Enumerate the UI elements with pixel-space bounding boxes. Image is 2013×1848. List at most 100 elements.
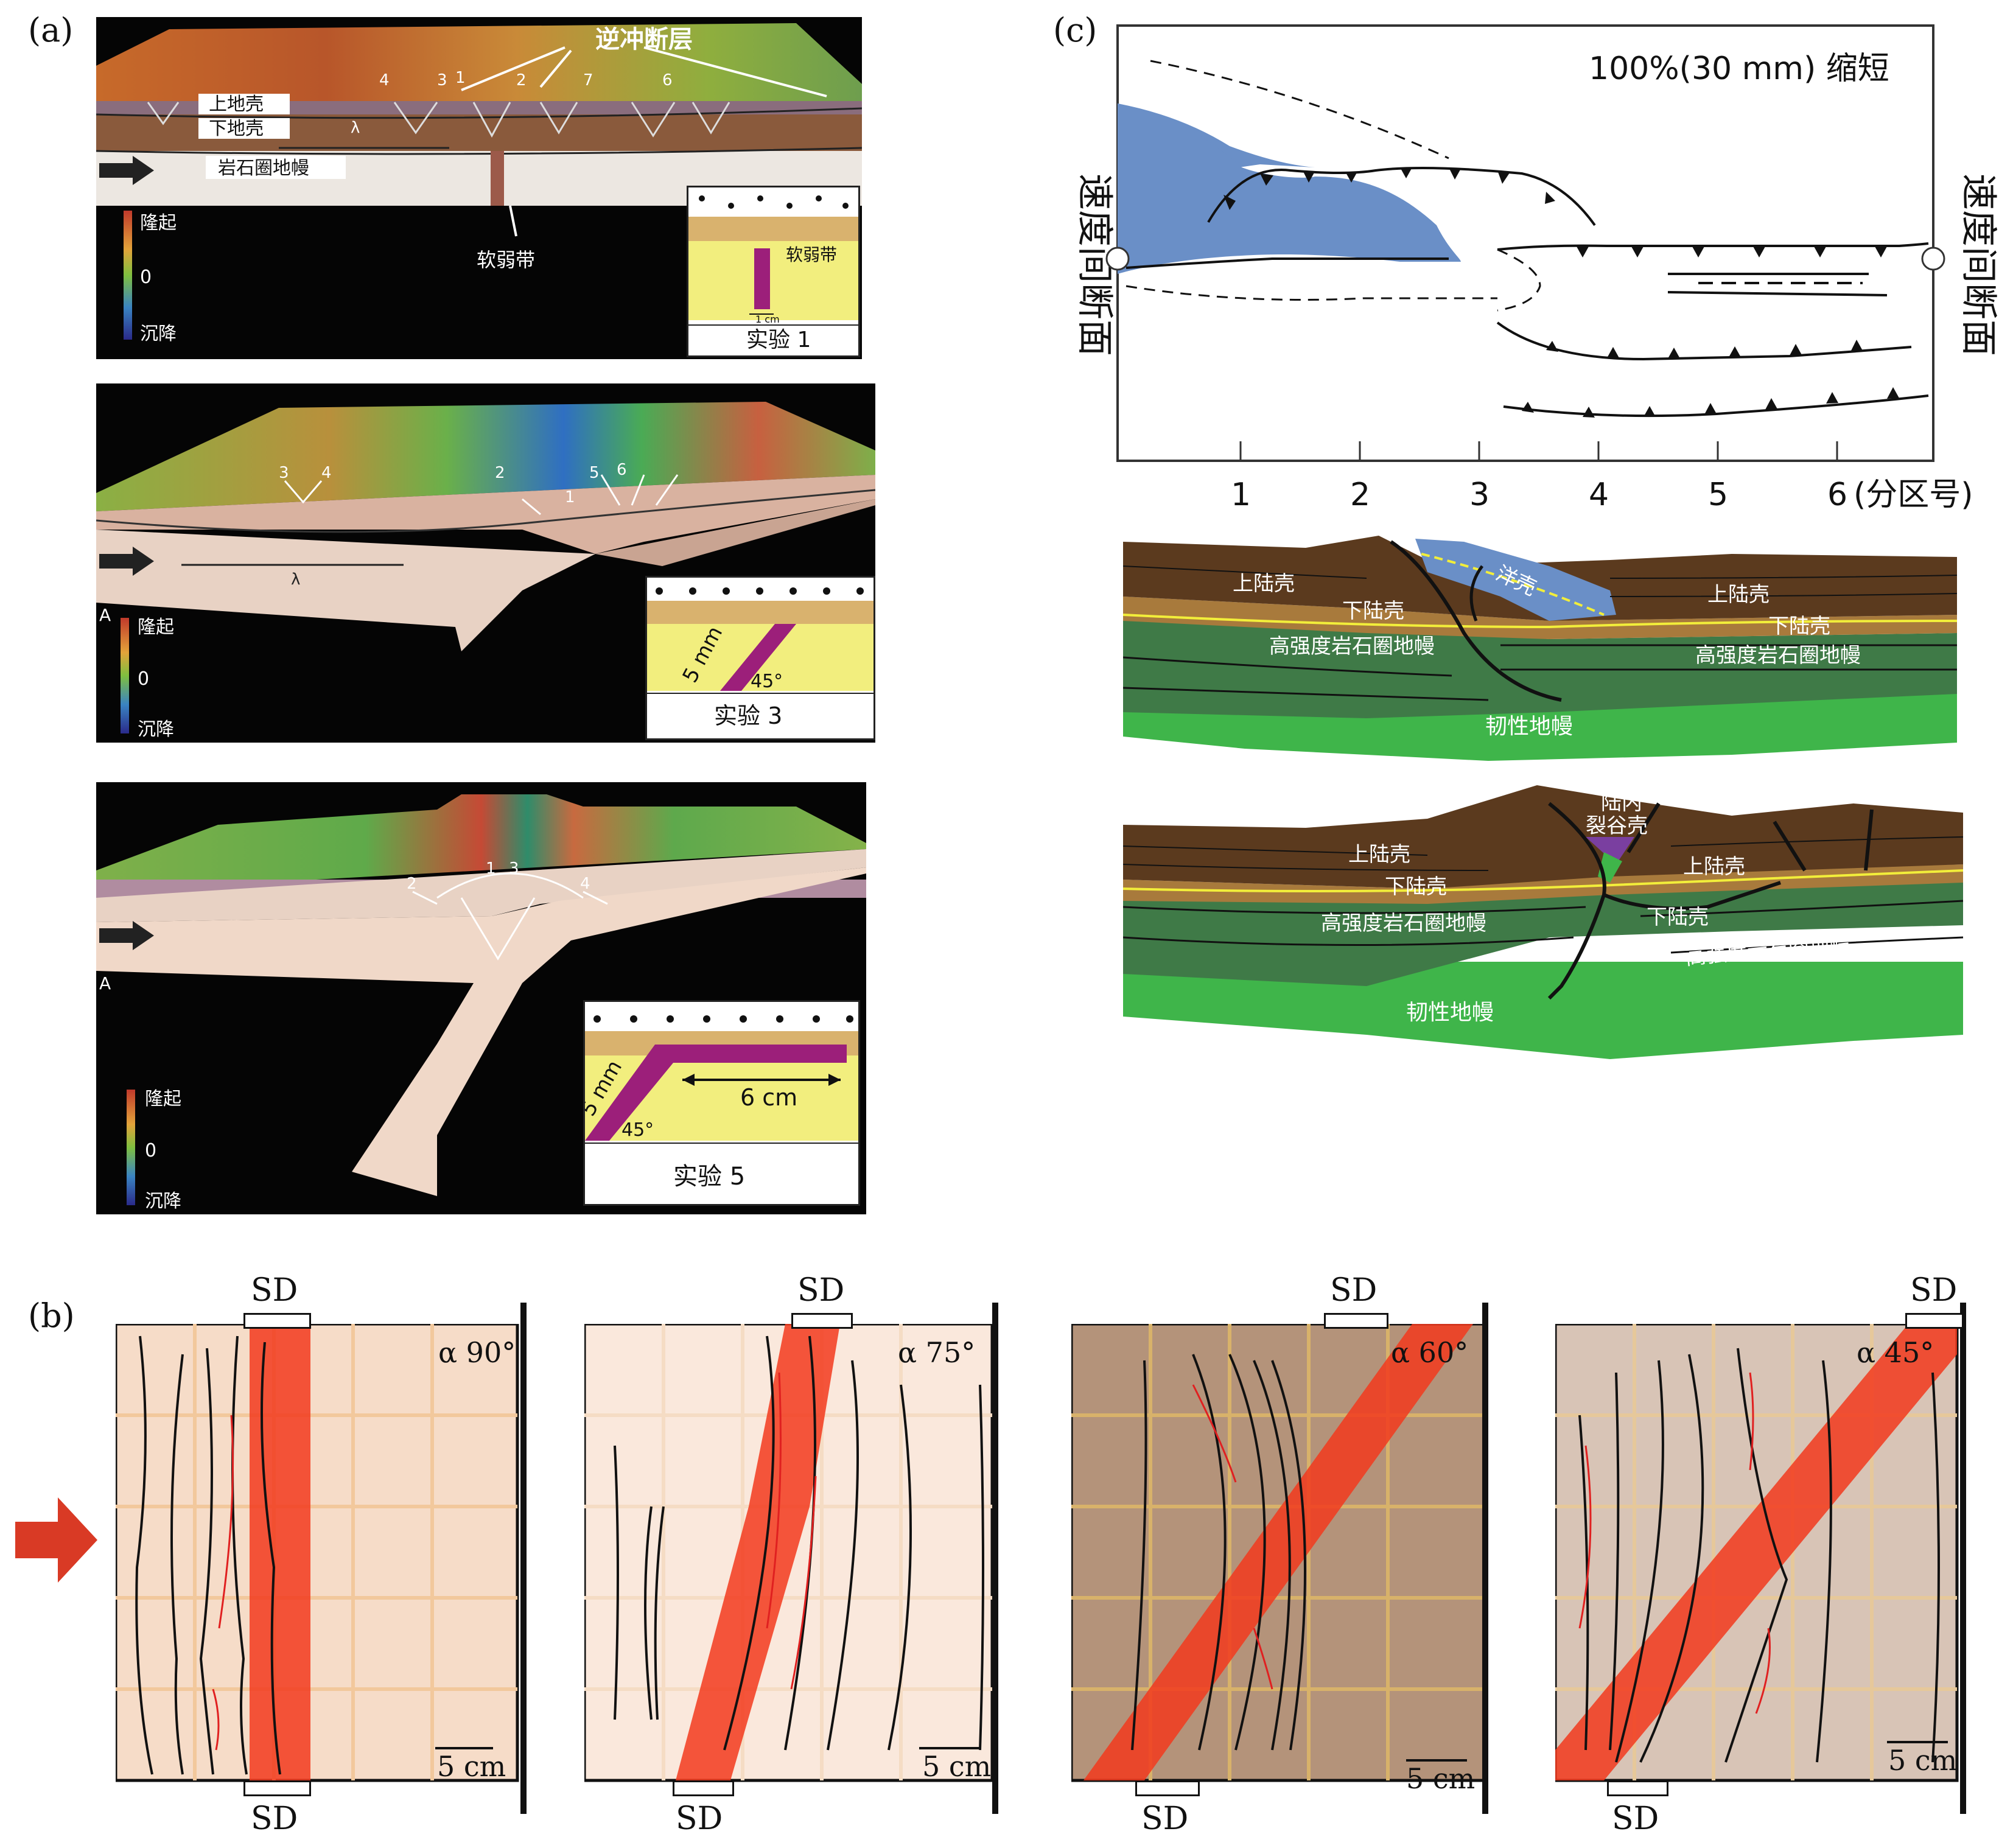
sd-label-top: SD	[251, 1272, 298, 1309]
backstop	[1960, 1303, 1966, 1814]
sd-label-bottom: SD	[251, 1801, 298, 1837]
strong-mantle-left-label: 高强度岩石圈地幔	[1321, 911, 1486, 936]
experiment-1-model: 4 3 1 2 7 6 逆冲断层 上地壳 下地壳 λ 岩石圈地幔 软弱带 隆起 …	[96, 23, 863, 345]
backstop	[1482, 1303, 1488, 1814]
sd-label-bottom: SD	[1612, 1801, 1659, 1837]
ductile-mantle-label: 韧性地幔	[1485, 714, 1573, 739]
sandbox-experiment-75	[583, 1322, 1010, 1799]
sd-marker-top	[243, 1313, 311, 1329]
zone-axis-label: (分区号)	[1854, 477, 1973, 513]
layer-lower-crust-label: 下地壳	[209, 118, 264, 139]
sd-marker-bottom	[673, 1780, 734, 1796]
inset-angle-label: 45°	[621, 1119, 654, 1141]
legend-subsidence: 沉降	[140, 323, 177, 345]
sd-marker-bottom	[1135, 1780, 1200, 1796]
scale-label: 5 cm	[922, 1750, 992, 1783]
experiment-3-view: 3 4 2 1 5 6 λ A 隆起 0 沉降	[96, 383, 876, 743]
legend-uplift: 隆起	[138, 617, 174, 638]
lower-crust-right-label: 下陆壳	[1768, 614, 1830, 639]
zone-number: 2	[1350, 477, 1370, 513]
ductile-mantle-label: 韧性地幔	[1406, 1000, 1494, 1025]
sandbox-experiment-60	[1070, 1322, 1497, 1799]
experiment-5-inset: 6 cm 5 mm 45° 实验 5	[576, 1000, 860, 1206]
sd-marker-bottom	[243, 1780, 311, 1796]
experiment-5-model: 2 1 3 4 A 隆起 0 沉降	[96, 794, 866, 1212]
upper-crust-right-label: 上陆壳	[1683, 855, 1745, 879]
strong-mantle-right-label: 高强度岩石圈地幔	[1695, 643, 1861, 668]
legend-uplift: 隆起	[145, 1088, 181, 1110]
sd-marker-top	[1905, 1313, 1964, 1329]
exp3-fault-number: 3	[279, 464, 289, 482]
layer-mantle-label: 岩石圈地幔	[218, 158, 309, 179]
exp1-fault-number: 2	[516, 71, 527, 89]
experiment-1-inset: 软弱带 1 cm 实验 1	[687, 186, 860, 357]
angle-label: α 45°	[1857, 1336, 1934, 1369]
panel-c-label: (c)	[1053, 11, 1098, 49]
exp3-fault-number: 4	[321, 464, 332, 482]
angle-label: α 75°	[898, 1336, 976, 1369]
scale-label: 5 cm	[1888, 1744, 1958, 1777]
experiment-3-inset: 5 mm 45° 实验 3	[645, 576, 875, 740]
experiment-5-view: 2 1 3 4 A 隆起 0 沉降	[96, 782, 866, 1214]
sd-label-bottom: SD	[1141, 1801, 1189, 1837]
exp3-fault-number: 2	[495, 464, 505, 482]
legend-zero: 0	[138, 668, 149, 690]
zone-map: 速度间断面 速度间断面 100%(30 mm) 缩短	[1059, 18, 2013, 542]
legend-zero: 0	[145, 1140, 156, 1161]
sd-marker-top	[1324, 1313, 1388, 1329]
angle-label: α 90°	[438, 1336, 516, 1369]
exp3-wavelength-label: λ	[291, 570, 300, 589]
upper-crust-right-label: 上陆壳	[1707, 583, 1770, 607]
exp3-fault-number: 5	[589, 464, 600, 482]
zone-number: 1	[1231, 477, 1251, 513]
exp5-fault-number: 2	[407, 875, 417, 893]
legend-zero: 0	[140, 267, 152, 288]
angle-label: α 60°	[1391, 1336, 1469, 1369]
strong-mantle-left-label: 高强度岩石圈地幔	[1269, 634, 1435, 659]
exp5-fault-number: 4	[580, 875, 590, 893]
exp3-fault-number: 6	[617, 461, 627, 479]
inset-weak-zone-label: 软弱带	[786, 245, 837, 265]
scale-label: 5 cm	[1406, 1762, 1476, 1795]
right-velocity-discontinuity-label: 速度间断面	[1957, 173, 2000, 356]
scale-bar	[1887, 1741, 1948, 1743]
inset-width-label: 1 cm	[755, 313, 780, 325]
zone-number: 3	[1469, 477, 1490, 513]
exp1-fault-number: 7	[583, 71, 593, 89]
sd-label-top: SD	[1910, 1272, 1958, 1309]
upper-crust-left-label: 上陆壳	[1348, 842, 1410, 867]
scale-bar	[919, 1747, 980, 1749]
sd-label-top: SD	[797, 1272, 845, 1309]
shortening-title: 100%(30 mm) 缩短	[1589, 51, 1889, 87]
legend-subsidence: 沉降	[138, 719, 174, 740]
panel-a-label: (a)	[28, 11, 74, 49]
legend-uplift: 隆起	[140, 212, 177, 234]
inset-length-label: 6 cm	[740, 1084, 797, 1111]
zone-number: 6	[1827, 477, 1847, 513]
exp1-fault-number: 6	[662, 71, 673, 89]
scale-label: 5 cm	[437, 1750, 506, 1783]
sandbox-experiment-45	[1553, 1322, 1981, 1799]
exp3-a-mark: A	[99, 605, 111, 625]
sd-marker-top	[791, 1313, 853, 1329]
scale-bar	[1406, 1759, 1467, 1762]
backstop	[992, 1303, 998, 1814]
exp5-fault-number: 3	[509, 859, 519, 878]
layer-upper-crust-label: 上地壳	[209, 94, 264, 115]
weak-zone-label: 软弱带	[477, 248, 535, 271]
cross-section-oceanic: 洋壳 上陆壳 下陆壳 高强度岩石圈地幔 上陆壳 下陆壳 高强度岩石圈地幔 韧性地…	[1122, 530, 1958, 761]
exp5-a-mark: A	[99, 973, 111, 993]
cross-section-rift: 陆内 裂谷壳 上陆壳 下陆壳 高强度岩石圈地幔 上陆壳 下陆壳 高强度岩石圈地幔…	[1122, 779, 1969, 1059]
exp5-fault-number: 1	[486, 859, 496, 878]
inset-angle-label: 45°	[751, 671, 783, 692]
thrust-fault-callout: 逆冲断层	[595, 26, 693, 54]
legend-subsidence: 沉降	[145, 1191, 181, 1212]
exp3-fault-number: 1	[565, 488, 575, 506]
wavelength-label: λ	[351, 119, 360, 137]
rift-crust-label-line2: 裂谷壳	[1586, 814, 1648, 838]
inset-title: 实验 5	[673, 1163, 745, 1191]
rift-crust-label-line1: 陆内	[1601, 791, 1642, 815]
exp1-fault-number: 3	[437, 71, 447, 89]
sd-label-bottom: SD	[676, 1801, 723, 1837]
experiment-3-model: 3 4 2 1 5 6 λ A 隆起 0 沉降	[96, 402, 876, 740]
